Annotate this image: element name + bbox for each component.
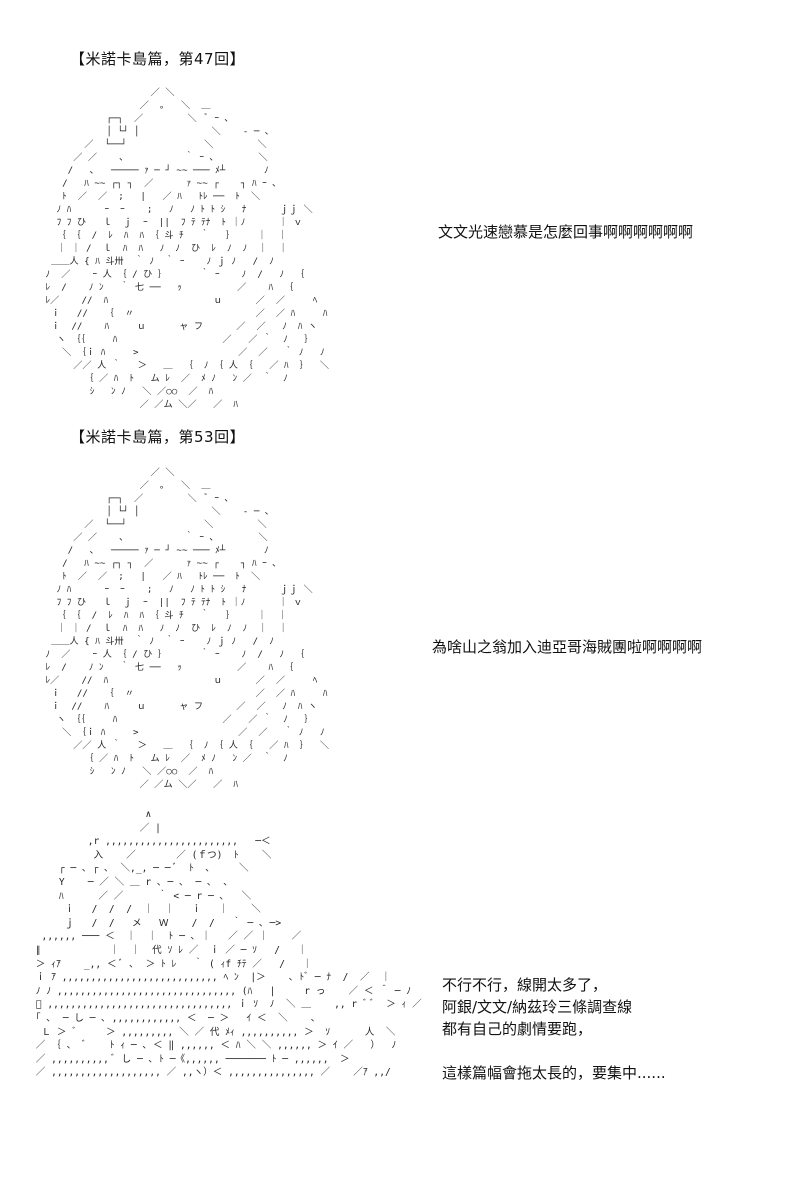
ascii-art-shadowed-character: ∧ ／ | ,r ,,,,,,,,,,,,,,,,,,,,,,, ─＜ 入 ／ … <box>30 809 422 1079</box>
caption-text-1: 文文光速戀慕是怎麼回事啊啊啊啊啊啊 <box>438 223 694 241</box>
caption-line: 不行不行，線開太多了， <box>442 976 608 994</box>
chapter-header-53: 【米諾卡島篇，第53回】 <box>70 428 246 446</box>
ascii-art-character-face: ／ ＼ ／ ｡ ＼ ＿ ┌─┐ ／ ＼ ﾞ ｰ ､ │ └┘ │ ＼ ‐ ─ ､… <box>45 87 330 410</box>
chapter-header-47: 【米諾卡島篇，第47回】 <box>70 50 246 68</box>
caption-line: 阿銀/文文/納茲玲三條調查線 <box>442 998 633 1016</box>
caption-text-2: 為啥山之翁加入迪亞哥海賊團啦啊啊啊啊 <box>432 638 703 656</box>
caption-line: 都有自己的劇情要跑， <box>442 1020 593 1038</box>
caption-block-3: 不行不行，線開太多了， 阿銀/文文/納茲玲三條調查線 都有自己的劇情要跑， 這樣… <box>442 974 666 1084</box>
ascii-art-character-face-repeat: ／ ＼ ／ ｡ ＼ ＿ ┌─┐ ／ ＼ ﾞ ｰ ､ │ └┘ │ ＼ ‐ ─ ､… <box>45 467 330 790</box>
caption-line: 這樣篇幅會拖太長的，要集中...... <box>442 1064 666 1082</box>
